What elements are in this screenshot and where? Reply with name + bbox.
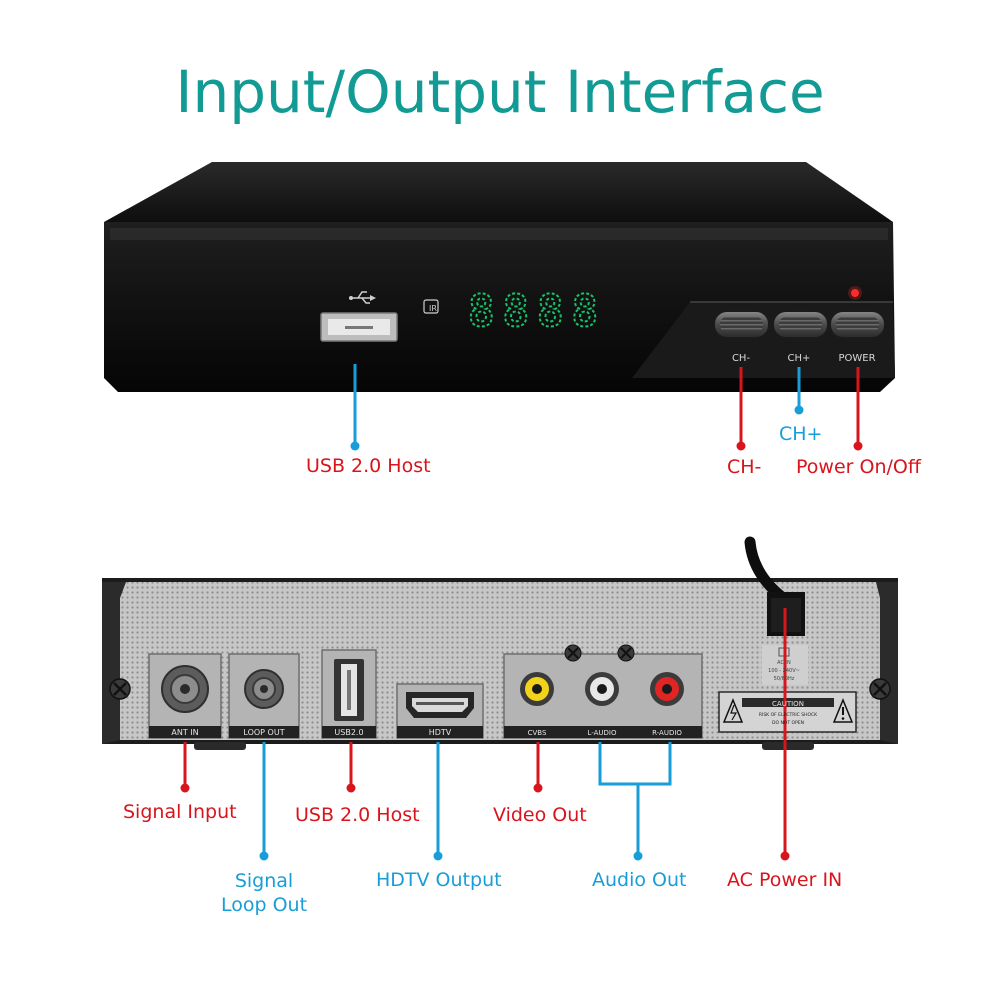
callout-video-out: Video Out [493,804,587,826]
power-led [851,289,859,297]
screw-icon [617,644,635,662]
hdtv-label: HDTV [429,728,452,737]
r-audio-label: R-AUDIO [652,729,682,737]
front-panel [104,162,895,392]
l-audio-label: L-AUDIO [587,729,617,737]
led-display: 8888 [468,286,606,337]
caution-text-1: RISK OF ELECTRIC SHOCK [759,712,818,718]
ant-in-label: ANT IN [171,728,198,737]
callout-hdtv-output: HDTV Output [376,869,502,891]
ac-in-text: AC IN [777,660,791,666]
front-control-panel [632,302,895,378]
callout-ch-minus: CH- [727,456,762,478]
back-callout-lines [180,608,790,861]
callout-signal-loop-out: Signal Loop Out [204,869,324,917]
power-button-label: POWER [838,353,875,364]
screw-icon [109,678,131,700]
warning-icon [832,698,854,723]
ch-minus-button-label: CH- [732,353,751,364]
front-top-lid [104,162,893,222]
callout-signal-loop-out-line2: Loop Out [220,894,308,916]
cvbs-label: CVBS [528,729,547,737]
back-panel [102,536,898,750]
ac-voltage-text: 100 - 240V~ [768,668,800,674]
usb-label: USB2.0 [334,728,363,737]
callout-signal-loop-out-line1: Signal [234,870,294,892]
ch-plus-button-label: CH+ [788,353,811,364]
screw-icon [869,678,891,700]
front-callout-lines [350,364,863,451]
caution-text-2: DO NOT OPEN [772,720,804,726]
ir-badge-text: IR [429,304,437,313]
screw-icon [564,644,582,662]
callout-ac-power-in: AC Power IN [727,869,843,891]
ac-frequency-text: 50/60Hz [774,676,795,682]
warning-icon [722,698,744,723]
callout-power-on-off: Power On/Off [796,456,921,478]
page-title: Input/Output Interface [175,58,825,126]
ir-badge [423,299,439,314]
callout-back-usb-host: USB 2.0 Host [295,804,420,826]
callout-front-usb-host: USB 2.0 Host [306,455,431,477]
callout-signal-input: Signal Input [123,801,237,823]
callout-audio-out: Audio Out [592,869,687,891]
callout-ch-plus: CH+ [779,423,823,445]
caution-title: CAUTION [772,700,804,708]
front-buttons [713,310,886,339]
usb-trident-icon [349,291,376,304]
loop-out-label: LOOP OUT [243,728,284,737]
